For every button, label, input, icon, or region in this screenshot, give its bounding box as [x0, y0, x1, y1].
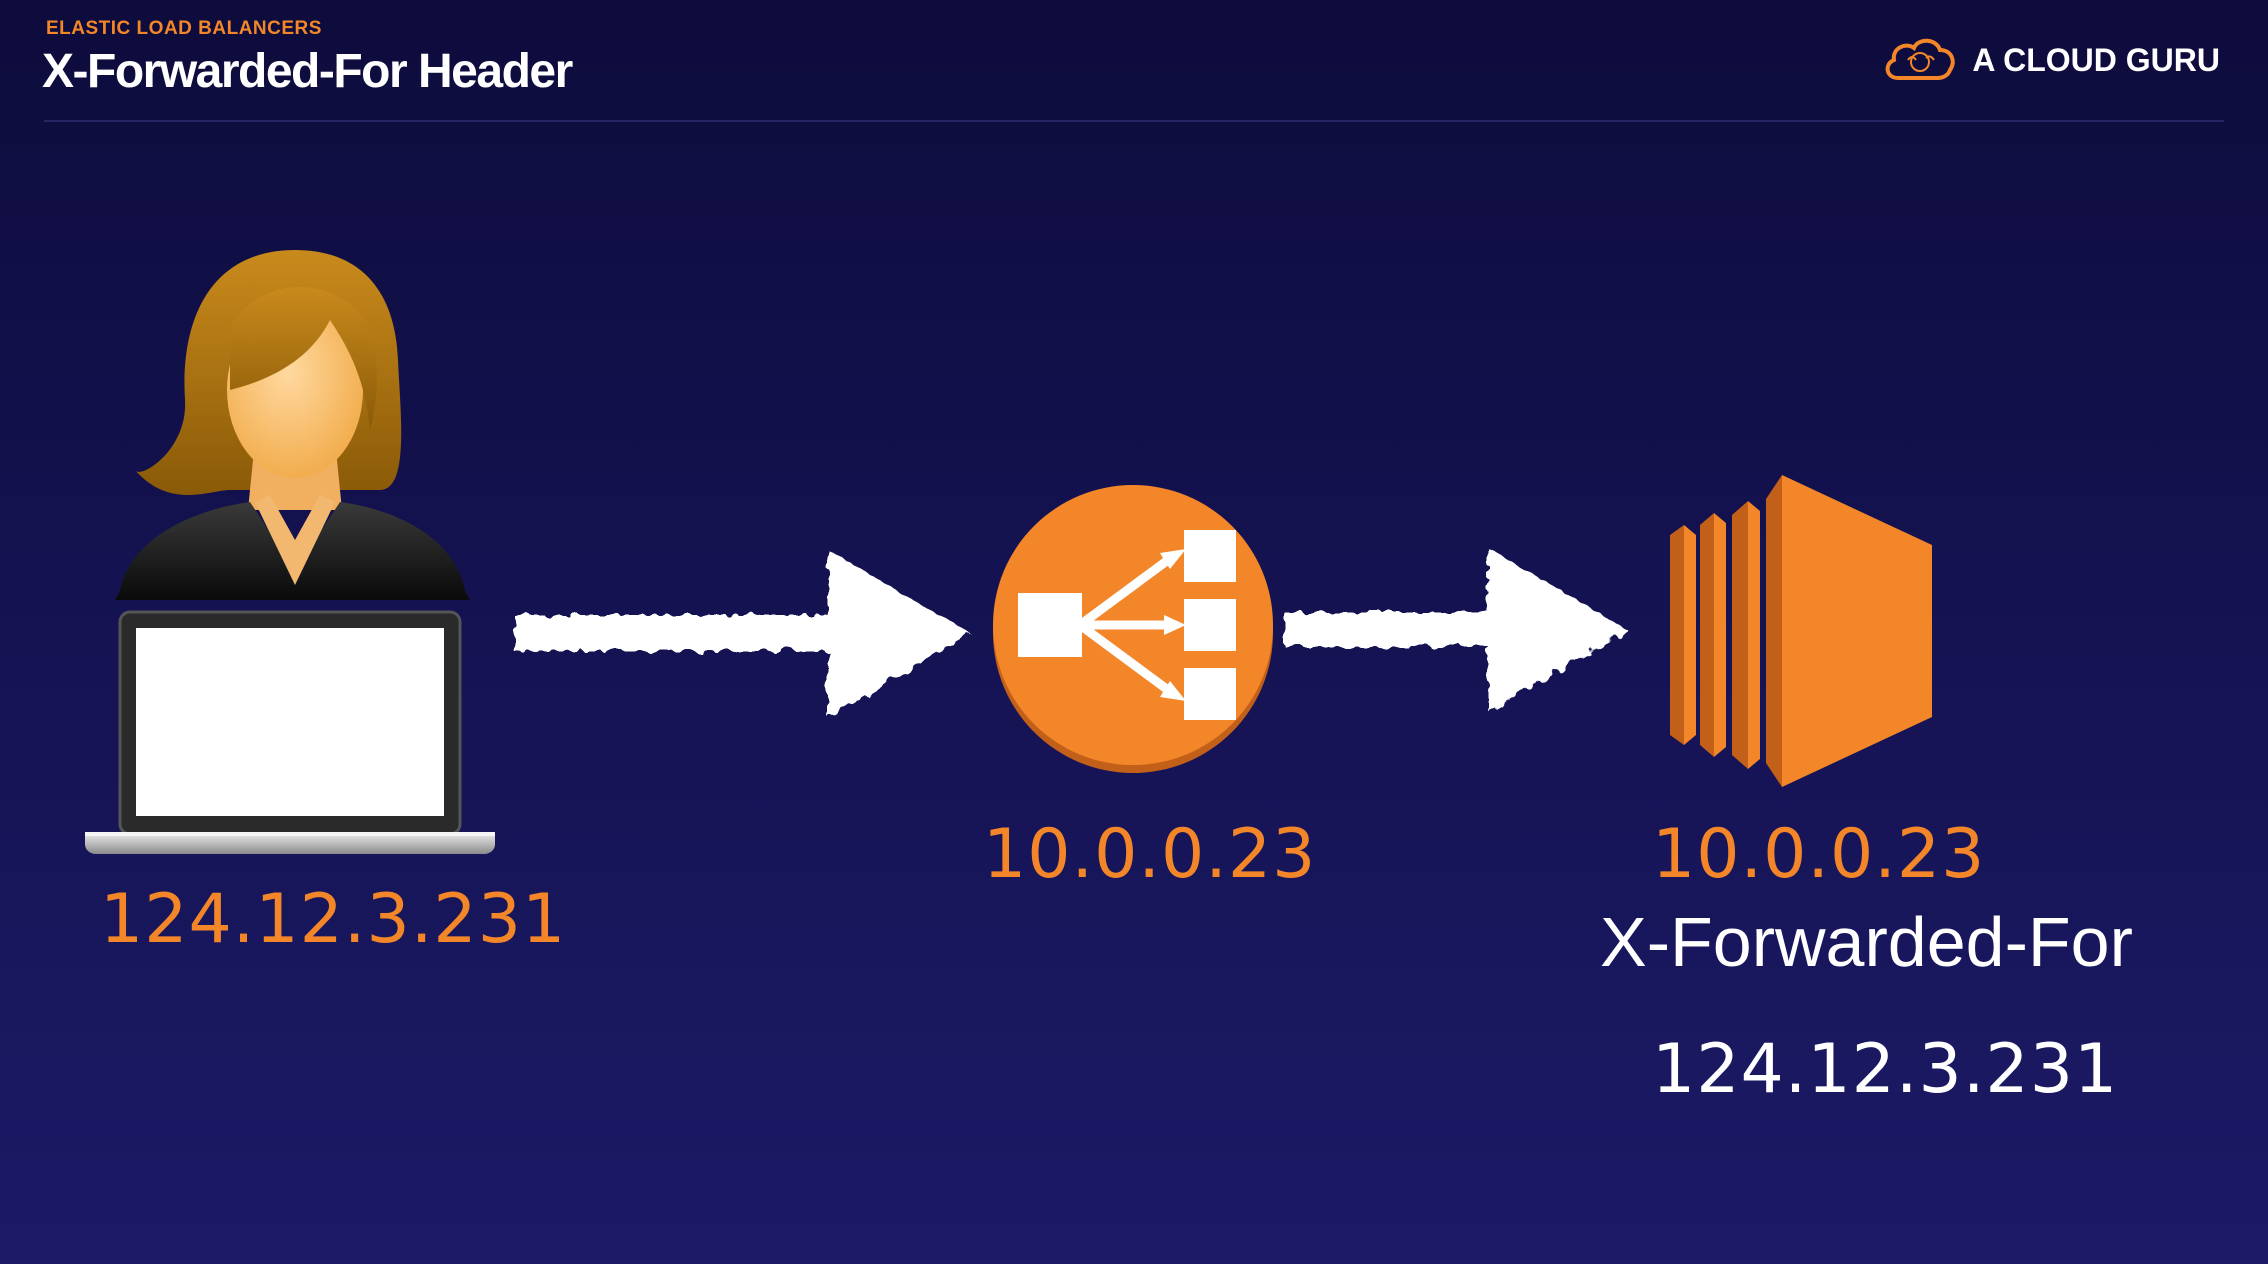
x-forwarded-for-label: X-Forwarded-For: [1600, 903, 2133, 981]
load-balancer-icon: [988, 485, 1278, 780]
brand-name: A CLOUD GURU: [1972, 41, 2220, 78]
arrow-right-icon: [508, 540, 978, 735]
ec2-ip-label: 10.0.0.23: [1652, 815, 1986, 894]
user-ip-label: 124.12.3.231: [100, 880, 567, 959]
load-balancer-ip-label: 10.0.0.23: [983, 815, 1317, 894]
header-divider: [44, 120, 2224, 122]
section-kicker: ELASTIC LOAD BALANCERS: [46, 18, 322, 39]
page-title: X-Forwarded-For Header: [42, 45, 573, 98]
ec2-instance-icon: [1660, 465, 1940, 800]
cloud-logo-icon: [1882, 34, 1958, 87]
x-forwarded-for-value: 124.12.3.231: [1652, 1030, 2119, 1109]
arrow-right-icon: [1278, 540, 1638, 725]
user-laptop-icon: [80, 240, 510, 875]
brand-logo: A CLOUD GURU: [1882, 30, 2220, 90]
